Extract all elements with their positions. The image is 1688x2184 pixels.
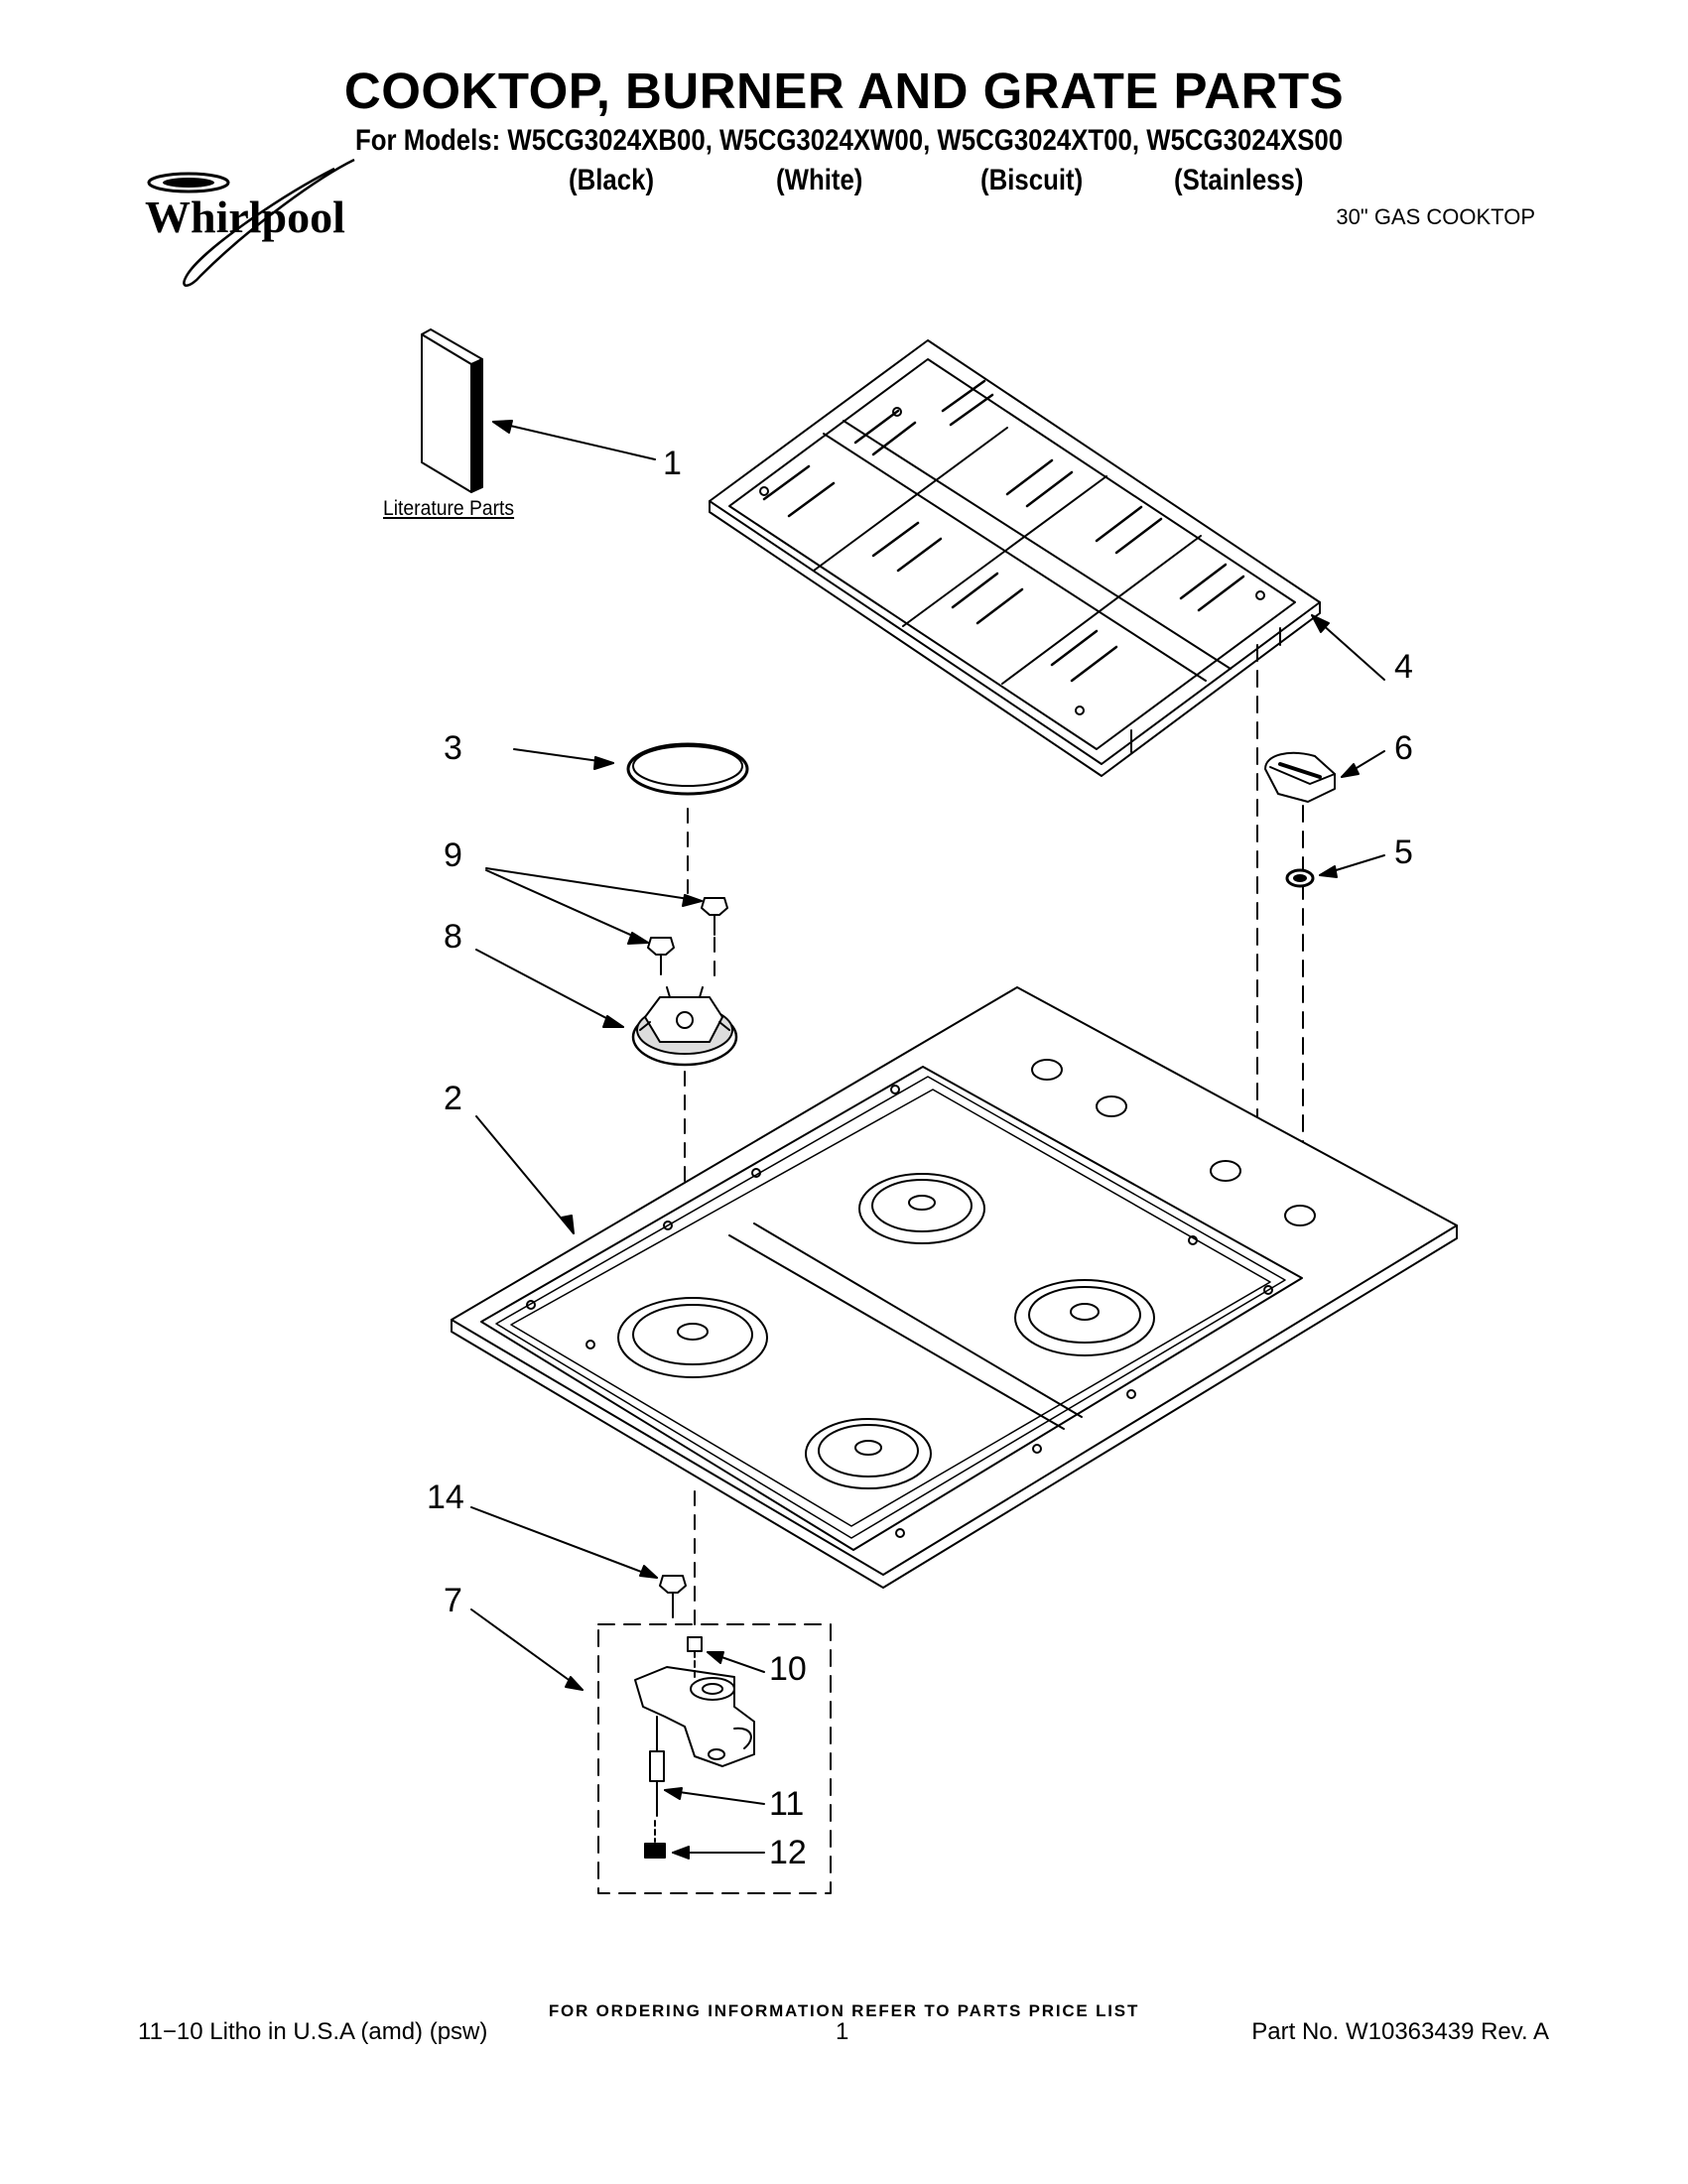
callout-3: 3 <box>444 729 462 767</box>
cooktop-main <box>451 986 1458 1589</box>
burner-base <box>631 986 738 1067</box>
valve-screw <box>659 1575 687 1618</box>
burner-screws <box>647 897 728 975</box>
color-biscuit: (Biscuit) <box>980 164 1084 196</box>
knob-bezel <box>1285 868 1315 888</box>
svg-text:Whirlpool: Whirlpool <box>145 192 345 242</box>
callout-14: 14 <box>427 1478 464 1516</box>
literature-booklet <box>421 328 483 493</box>
color-black: (Black) <box>569 164 655 196</box>
cooktop-grate <box>709 339 1321 777</box>
callout-10: 10 <box>769 1650 807 1688</box>
whirlpool-logo: Whirlpool <box>145 158 355 287</box>
product-subtitle: 30" GAS COOKTOP <box>1336 204 1535 229</box>
callout-11: 11 <box>769 1785 805 1823</box>
burner-cap <box>626 742 749 796</box>
models-line: For Models: W5CG3024XB00, W5CG3024XW00, … <box>355 124 1344 157</box>
callout-9: 9 <box>444 836 462 874</box>
ordering-note: FOR ORDERING INFORMATION REFER TO PARTS … <box>548 2001 1140 2020</box>
color-stainless: (Stainless) <box>1174 164 1304 196</box>
callout-8: 8 <box>444 918 462 956</box>
color-white: (White) <box>776 164 863 196</box>
callout-5: 5 <box>1394 834 1413 871</box>
part-number: Part No. W10363439 Rev. A <box>1251 2018 1549 2045</box>
litho-info: 11−10 Litho in U.S.A (amd) (psw) <box>138 2018 488 2045</box>
page-title: COOKTOP, BURNER AND GRATE PARTS <box>343 63 1345 119</box>
literature-parts-label: Literature Parts <box>383 497 515 520</box>
page-number: 1 <box>836 2018 849 2045</box>
callout-1: 1 <box>663 445 682 482</box>
callout-4: 4 <box>1394 648 1413 686</box>
control-knob <box>1264 751 1336 803</box>
callout-12: 12 <box>769 1834 807 1871</box>
callout-6: 6 <box>1394 729 1413 767</box>
callout-7: 7 <box>444 1582 462 1619</box>
callout-2: 2 <box>444 1080 462 1117</box>
burner-valve-assembly <box>634 1636 755 1859</box>
